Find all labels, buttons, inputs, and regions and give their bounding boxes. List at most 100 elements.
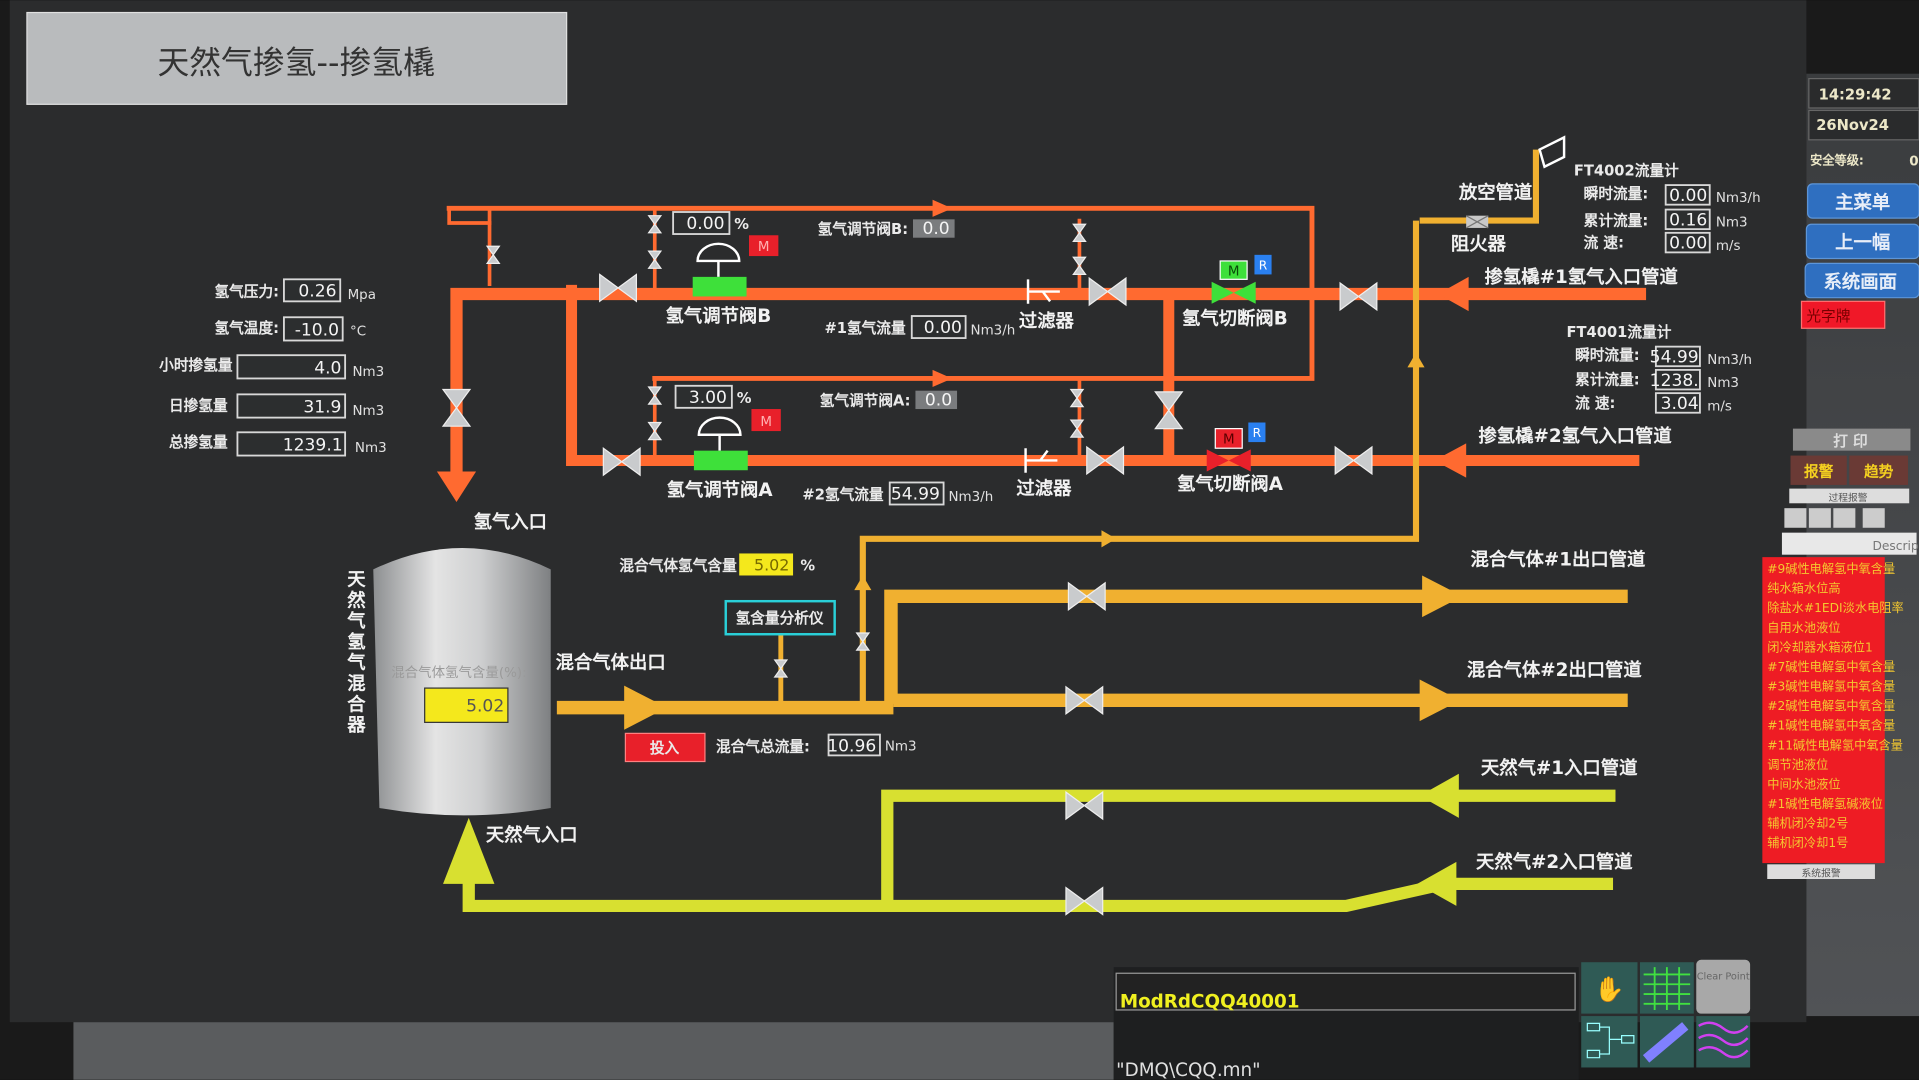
h2-inlet-label: 氢气入口 [474,511,547,533]
shutoff-valve-a[interactable] [1206,449,1229,472]
alarm-item[interactable]: 除盐水#1EDI淡水电阻率 [1767,600,1904,615]
manual-valve-icon[interactable] [1072,256,1087,276]
manual-valve-icon[interactable] [1067,581,1106,611]
alarm-item[interactable]: #7碱性电解氢中氧含量 [1767,659,1895,674]
print-button[interactable] [1792,428,1911,451]
manual-valve-icon[interactable] [647,386,663,405]
manual-valve-icon[interactable] [599,273,638,303]
mix-h2-content-unit: % [800,558,815,575]
shutoff-a-remote-text: R [1253,426,1262,440]
alarm-item[interactable]: #1碱性电解氢中氧含量 [1767,718,1895,733]
daily-blend-unit: Nm3 [352,404,384,419]
alarm-item[interactable]: #9碱性电解氢中氧含量 [1767,561,1895,576]
manual-valve-icon[interactable] [1065,790,1104,821]
alarm-item[interactable]: #11碱性电解氢中氧含量 [1767,737,1903,752]
next-page-button[interactable] [1833,508,1856,528]
manual-valve-icon[interactable] [1088,276,1127,307]
valve-a-setpoint-value[interactable]: 0.0 [925,390,952,410]
alarm-item[interactable]: #1碱性电解氢碱液位 [1767,796,1883,811]
first-page-button[interactable] [1784,508,1807,528]
manual-valve-icon[interactable] [602,447,641,477]
alarm-item[interactable]: 纯水箱水位高 [1767,581,1840,596]
alarm-item[interactable]: #3碱性电解氢中氧含量 [1767,679,1895,694]
h2-pressure-unit: Mpa [348,288,376,303]
manual-valve-icon[interactable] [1086,445,1125,476]
clear-point-label: Clear Point [1697,971,1750,982]
mix-out-1-label: 混合气体#1出口管道 [1471,549,1647,571]
manual-valve-icon[interactable] [647,421,663,441]
prev-screen-button[interactable] [1805,223,1919,260]
enable-button[interactable] [624,732,706,763]
alarm-item[interactable]: 辅机闭冷却1号 [1767,836,1848,850]
mixer-tank[interactable]: 混合气体氢气含量(%): 5.02 [373,547,551,816]
inlet-1-label: 掺氢橇#1氢气入口管道 [1485,266,1679,288]
valve-b-setpoint-value[interactable]: 0.0 [922,219,949,239]
manual-valve-icon[interactable] [647,215,663,234]
trend-label: 趋势 [1864,462,1894,480]
h2-analyzer[interactable] [724,599,836,636]
alarm-item[interactable]: 调节池液位 [1767,757,1828,772]
right-sidebar: 14:29:42 26Nov24 安全等级: 0 主菜单 上一幅 系统画面 光字… [1762,73,1919,1017]
flow-1-label: #1氢气流量 [824,319,906,337]
manual-valve-icon[interactable] [773,659,789,678]
shutoff-a-mode-badge[interactable] [1214,428,1243,449]
hand-icon: ✋ [1594,975,1624,1004]
main-menu-button[interactable] [1807,183,1919,219]
control-valve-b[interactable] [692,276,747,297]
alarm-item[interactable]: 辅机闭冷却2号 [1767,817,1848,831]
process-alarm-label: 过程报警 [1828,491,1867,504]
prev-page-button[interactable] [1808,508,1831,528]
alarm-item[interactable]: #2碱性电解氢中氧含量 [1767,698,1895,713]
flow-1-unit: Nm3/h [971,323,1016,338]
ft4002-inst-unit: Nm3/h [1716,191,1761,206]
annunciator-button[interactable] [1800,300,1886,329]
flame-arrestor-label: 阻火器 [1451,234,1507,255]
manual-valve-icon[interactable] [1334,445,1373,476]
ack-button[interactable] [1862,508,1885,528]
ft4002-inst-label: 瞬时流量: [1584,185,1649,203]
valve-b-mode-text: M [758,240,770,255]
clock-time: 14:29:42 [1819,86,1892,103]
mixed-gas-arrows [624,352,1463,730]
shutoff-b-remote-badge[interactable] [1254,254,1272,275]
manual-valve-icon[interactable] [1069,388,1085,408]
manual-valve-icon[interactable] [1072,223,1087,242]
ng-inlet-label: 天然气入口 [486,824,578,846]
clock-date: 26Nov24 [1816,117,1889,134]
alarm-item[interactable]: 闭冷却器水箱液位1 [1767,639,1873,654]
manual-valve-icon[interactable] [1069,419,1085,438]
shutoff-b-mode-badge[interactable] [1219,260,1248,280]
ft4002-speed-value: 0.00 [1669,234,1707,254]
manual-valve-icon[interactable] [1339,281,1378,312]
manual-valve-icon[interactable] [1154,391,1184,430]
manual-valve-icon[interactable] [1065,685,1104,715]
ft4001-meter: FT4001流量计 瞬时流量: 54.99 Nm3/h 累计流量: 1238. … [1567,323,1753,414]
alarm-list[interactable] [1762,557,1885,864]
ft4001-inst-value: 54.99 [1650,348,1699,368]
control-valve-a[interactable] [693,450,748,471]
manual-valve-icon[interactable] [855,632,871,651]
system-screen-button[interactable] [1804,262,1919,299]
mix-total-flow-value: 10.96 [827,737,876,757]
valve-b-mode-badge[interactable] [748,235,779,257]
manual-valve-icon[interactable] [1065,886,1104,916]
manual-valve-icon[interactable] [485,245,501,265]
hand-tool-button[interactable] [1581,962,1638,1014]
command-field[interactable] [1115,972,1576,1011]
mixer-outlet-label: 混合气体出口 [556,652,666,674]
shutoff-valve-b[interactable] [1211,281,1234,304]
shutoff-a-remote-badge[interactable] [1248,422,1266,443]
ft4002-total-value: 0.16 [1669,210,1707,230]
shutoff-valve-b-label: 氢气切断阀B [1182,308,1288,330]
alarm-item[interactable]: 自用水池液位 [1767,620,1840,635]
alarm-item[interactable]: 中间水池液位 [1767,776,1840,791]
clear-point-button[interactable] [1696,959,1751,1014]
manual-valve-icon[interactable] [441,388,472,427]
trend-button[interactable] [1849,455,1908,485]
ft4002-inst-value: 0.00 [1669,186,1707,206]
print-label: 打 印 [1833,432,1867,450]
valve-a-mode-badge[interactable] [751,409,781,432]
alarm-button[interactable] [1790,455,1847,485]
manual-valve-icon[interactable] [647,250,663,269]
